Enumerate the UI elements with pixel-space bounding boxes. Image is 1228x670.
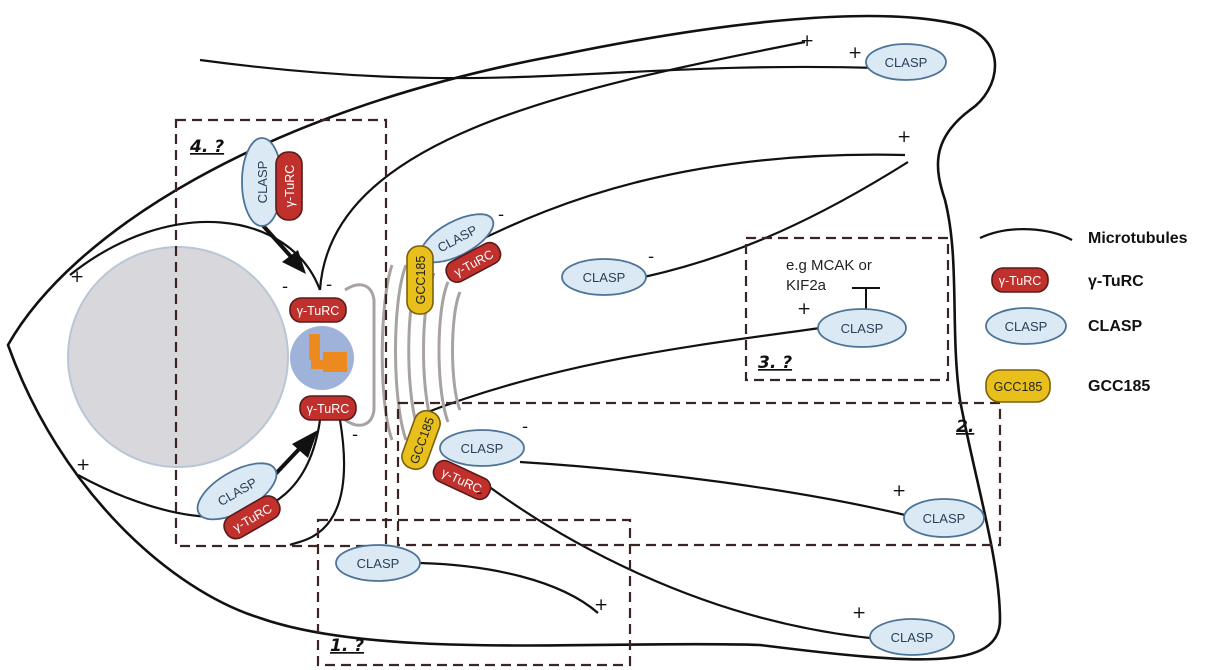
- legend-gcc185-label: GCC185: [1088, 378, 1150, 395]
- gamma-turc-marker: γ-TuRC: [290, 298, 346, 322]
- minus-end-label: -: [522, 417, 528, 437]
- plus-end-label: +: [70, 267, 84, 287]
- clasp-marker: CLASP: [904, 499, 984, 537]
- microtubule: [320, 42, 805, 290]
- plus-end-label: +: [76, 455, 90, 475]
- plus-end-label: +: [800, 31, 814, 51]
- plus-end-label: +: [848, 43, 862, 63]
- svg-text:γ-TuRC: γ-TuRC: [297, 304, 340, 318]
- svg-text:CLASP: CLASP: [461, 441, 504, 456]
- region-box-1: [318, 520, 630, 665]
- svg-text:γ-TuRC: γ-TuRC: [999, 274, 1042, 288]
- region-label-3: 3. ?: [758, 353, 792, 373]
- microtubule: [420, 563, 598, 613]
- minus-end-label: -: [648, 247, 654, 267]
- golgi-apparatus: [345, 265, 460, 440]
- plus-end-label: +: [897, 127, 911, 147]
- recruitment-arrow: [258, 220, 306, 274]
- svg-text:GCC185: GCC185: [414, 256, 428, 305]
- clasp-marker: CLASP: [562, 259, 646, 295]
- plus-end-label: +: [797, 299, 811, 319]
- svg-text:CLASP: CLASP: [923, 511, 966, 526]
- minus-end-label: -: [326, 275, 332, 295]
- minus-end-label: -: [352, 425, 358, 445]
- svg-text:CLASP: CLASP: [891, 630, 934, 645]
- clasp-marker: CLASP: [866, 44, 946, 80]
- clasp-marker: CLASP: [818, 309, 906, 347]
- minus-end-label: -: [476, 483, 482, 503]
- clasp-marker: CLASP: [440, 430, 524, 466]
- microtubule: [470, 155, 905, 245]
- centriole: [323, 352, 347, 372]
- svg-text:CLASP: CLASP: [885, 55, 928, 70]
- region-label-1: 1. ?: [330, 636, 364, 656]
- region-label-2: 2.: [956, 417, 974, 437]
- gamma-turc-marker: γ-TuRC: [300, 396, 356, 420]
- centrosome: [290, 326, 354, 390]
- svg-text:GCC185: GCC185: [994, 380, 1043, 394]
- svg-text:CLASP: CLASP: [583, 270, 626, 285]
- clasp-marker: CLASP: [870, 619, 954, 655]
- nucleus: [68, 247, 288, 467]
- microtubule: [480, 480, 870, 638]
- svg-text:CLASP: CLASP: [357, 556, 400, 571]
- minus-end-label: -: [498, 205, 504, 225]
- microtubule: [520, 462, 905, 515]
- clasp-marker: CLASP: [336, 545, 420, 581]
- depolymerase-note: e.g MCAK or: [786, 257, 872, 274]
- svg-text:γ-TuRC: γ-TuRC: [283, 165, 297, 208]
- plus-end-label: +: [852, 603, 866, 623]
- svg-text:γ-TuRC: γ-TuRC: [307, 402, 350, 416]
- plus-end-label: +: [594, 595, 608, 615]
- legend-microtubules-label: Microtubules: [1088, 230, 1188, 247]
- microtubule: [200, 60, 880, 78]
- legend-gamma-turc-label: γ-TuRC: [1088, 273, 1144, 290]
- centriole: [309, 334, 320, 360]
- svg-text:CLASP: CLASP: [1005, 319, 1048, 334]
- depolymerase-note: KIF2a: [786, 277, 827, 294]
- svg-text:CLASP: CLASP: [841, 321, 884, 336]
- plus-end-label: +: [892, 481, 906, 501]
- legend-microtubule-swatch: [980, 229, 1072, 240]
- minus-end-label: -: [282, 277, 288, 297]
- clasp-gamma-turc-complex: CLASP γ-TuRC: [242, 138, 302, 226]
- gcc185-marker: GCC185: [407, 246, 433, 314]
- svg-text:CLASP: CLASP: [255, 161, 270, 204]
- legend: Microtubules γ-TuRC γ-TuRC CLASP CLASP G…: [980, 229, 1188, 402]
- region-label-4: 4. ?: [189, 137, 224, 157]
- legend-clasp-label: CLASP: [1088, 318, 1143, 335]
